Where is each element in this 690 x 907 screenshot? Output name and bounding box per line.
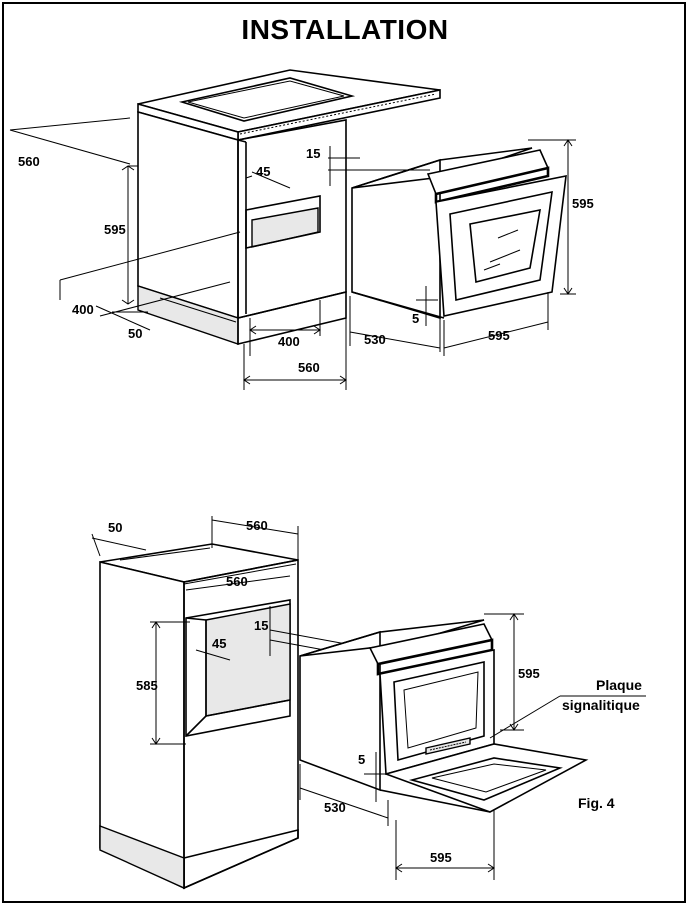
top-oven-drawing [328, 139, 576, 356]
top-dim-oven-height: 595 [572, 196, 594, 211]
bottom-dim-inner-width: 560 [226, 574, 248, 589]
top-dim-side-gap: 45 [256, 164, 270, 179]
top-dim-floor-width: 400 [278, 334, 300, 349]
bottom-dim-column-depth: 560 [246, 518, 268, 533]
top-dim-top-gap: 15 [306, 146, 320, 161]
bottom-dim-oven-width: 595 [430, 850, 452, 865]
nameplate-label-line2: signalitique [562, 697, 640, 713]
nameplate-label-line1: Plaque [596, 677, 642, 693]
top-cabinet-drawing [9, 69, 441, 390]
top-dim-niche-height: 595 [104, 222, 126, 237]
top-dim-oven-depth: 530 [364, 332, 386, 347]
bottom-dim-oven-height: 595 [518, 666, 540, 681]
top-dim-cabinet-width: 560 [298, 360, 320, 375]
bottom-dim-back-offset: 50 [108, 520, 122, 535]
bottom-dim-niche-height: 585 [136, 678, 158, 693]
top-dim-bottom-gap: 5 [412, 311, 419, 326]
top-dim-base-depth: 400 [72, 302, 94, 317]
top-dim-base-offset: 50 [128, 326, 142, 341]
page-title: INSTALLATION [241, 14, 449, 45]
top-dim-oven-width: 595 [488, 328, 510, 343]
top-dim-counter-depth: 560 [18, 154, 40, 169]
bottom-dim-bottom-gap: 5 [358, 752, 365, 767]
bottom-dim-top-gap: 15 [254, 618, 268, 633]
bottom-oven-drawing [299, 613, 646, 880]
figure-label: Fig. 4 [578, 795, 615, 811]
bottom-column-drawing [91, 516, 369, 890]
bottom-dim-side-gap: 45 [212, 636, 226, 651]
bottom-dim-oven-depth: 530 [324, 800, 346, 815]
